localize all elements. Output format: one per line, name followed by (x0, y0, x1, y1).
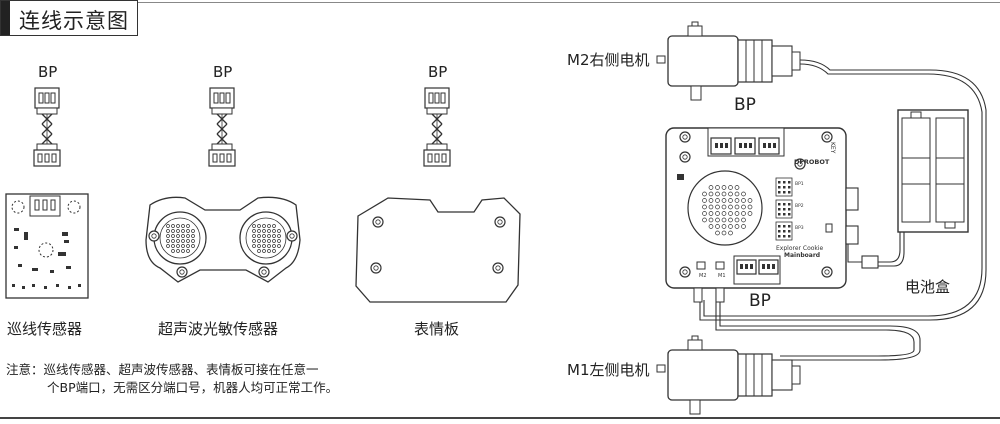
ultrasonic-sensor-name: 超声波光敏传感器 (158, 320, 279, 338)
note-line-1: 注意：巡线传感器、超声波传感器、表情板可接在任意一 (6, 362, 319, 377)
motor-m2-label: M2右侧电机 (567, 51, 650, 69)
page-title: 连线示意图 (19, 9, 129, 33)
title-box: 连线示意图 (0, 0, 138, 36)
header-bp2: BP2 (795, 203, 804, 209)
title-accent-bar (1, 1, 10, 35)
connector-line-sensor (33, 87, 61, 167)
bp-label-expression: BP (428, 63, 448, 81)
battery-box (861, 109, 969, 269)
motor-m1-left (667, 335, 801, 415)
motor-m1-label: M1左侧电机 (567, 361, 650, 379)
line-sensor-board (5, 193, 89, 299)
mainboard (665, 127, 859, 289)
top-rule (138, 2, 1000, 3)
m2-label: M2 (699, 273, 707, 279)
ultrasonic-sensor-board (145, 196, 301, 283)
motor-plugs (693, 287, 725, 303)
motor-m2-right (667, 21, 801, 101)
expression-panel-board (355, 197, 521, 303)
key-label: KEY (829, 142, 836, 154)
bp-label-board-bottom: BP (749, 291, 771, 311)
expression-panel-name: 表情板 (414, 320, 460, 338)
bp-label-line-sensor: BP (38, 63, 58, 81)
battery-box-label: 电池盒 (905, 278, 951, 296)
header-bp3: BP3 (795, 225, 804, 231)
motor-label-icons (656, 55, 666, 373)
line-sensor-name: 巡线传感器 (7, 320, 83, 338)
bp-label-ultrasonic: BP (213, 63, 233, 81)
model-label-2: Mainboard (784, 252, 820, 259)
header-bp1: BP1 (795, 181, 804, 187)
note-line-2: 个BP端口，无需区分端口号，机器人均可正常工作。 (47, 380, 339, 395)
brand-label: DFROBOT (794, 158, 830, 166)
mainboard-labels: DFROBOT Explorer Cookie Mainboard KEY M2… (699, 142, 836, 279)
m1-label: M1 (718, 273, 726, 279)
bottom-rule (0, 417, 1000, 419)
model-label-1: Explorer Cookie (776, 245, 824, 252)
connector-ultrasonic-sensor (208, 87, 236, 167)
wires (696, 59, 987, 361)
note-text: 注意：巡线传感器、超声波传感器、表情板可接在任意一 个BP端口，无需区分端口号，… (6, 361, 338, 397)
bp-label-board-top: BP (734, 95, 756, 115)
connector-expression-panel (423, 87, 451, 167)
